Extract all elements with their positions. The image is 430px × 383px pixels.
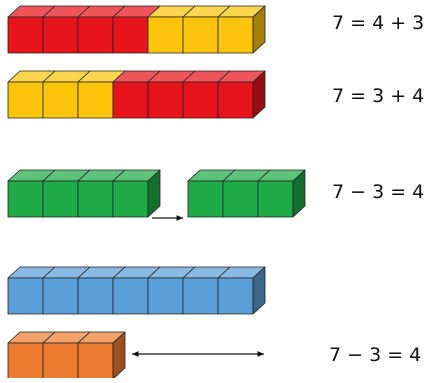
cube-bar-row-4 [8, 267, 265, 314]
cube-bar-row-3-left [8, 170, 160, 217]
yellow-cube [218, 6, 265, 53]
green-cube [258, 170, 305, 217]
equation-row-1: 7 = 4 + 3 [332, 12, 424, 34]
green-cube [113, 170, 160, 217]
cube-bar-row-3-right [188, 170, 305, 217]
blue-cube [218, 267, 265, 314]
equation-row-3: 7 − 3 = 4 [332, 181, 424, 203]
cube-bar-row-5 [8, 332, 125, 378]
cube-bar-row-2 [8, 71, 265, 118]
equation-row-2: 7 = 3 + 4 [332, 85, 424, 107]
red-cube [218, 71, 265, 118]
equation-row-5: 7 − 3 = 4 [329, 344, 421, 366]
orange-cube [78, 332, 125, 378]
cube-bar-row-1 [8, 6, 265, 53]
